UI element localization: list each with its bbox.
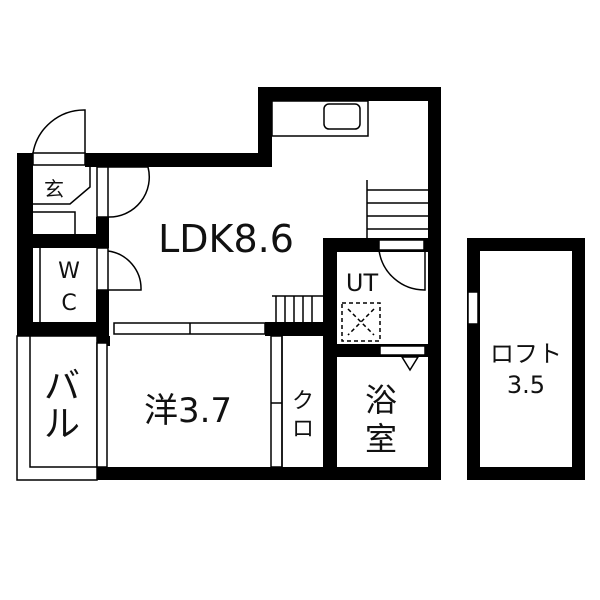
loft (467, 238, 585, 480)
room-label-closet-1: ク (292, 389, 314, 414)
room-label-entrance: 玄 (44, 177, 64, 201)
room-label-loft-1: ロフト (490, 340, 562, 368)
sliding-door (113, 322, 325, 336)
entrance-area (30, 166, 151, 248)
room-label-balcony-1: バ (44, 366, 80, 407)
room-label-closet-2: ロ (292, 417, 314, 442)
entrance-door (32, 109, 86, 166)
utility-bath (323, 238, 429, 480)
step-ladder (272, 295, 323, 322)
wc-area (17, 247, 142, 336)
closet (270, 335, 283, 468)
room-label-utility: UT (346, 269, 379, 297)
room-label-western: 洋3.7 (144, 391, 232, 431)
room-label-balcony-2: ル (44, 404, 80, 445)
washer-space (341, 302, 381, 342)
room-label-ldk: LDK8.6 (158, 217, 294, 261)
room-label-bath-2: 室 (365, 420, 397, 458)
room-label-wc-w: W (58, 259, 80, 284)
room-label-loft-2: 3.5 (507, 371, 545, 399)
balcony (16, 335, 110, 481)
room-label-wc-c: C (61, 291, 76, 316)
kitchen-counter (271, 100, 369, 137)
room-label-bath-1: 浴 (365, 381, 397, 419)
stairs (366, 180, 428, 238)
exterior-walls (17, 87, 441, 480)
